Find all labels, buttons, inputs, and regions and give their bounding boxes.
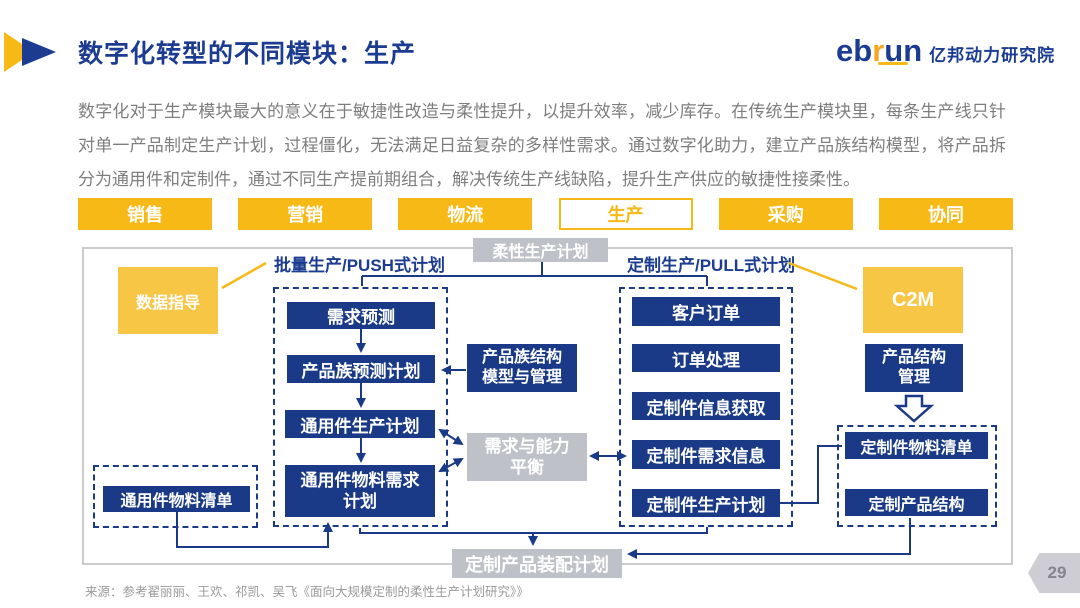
node-customer-orders: 客户订单 — [632, 297, 780, 326]
node-order-processing: 订单处理 — [632, 344, 780, 372]
node-data-guidance: 数据指导 — [118, 267, 218, 334]
tab-procurement[interactable]: 采购 — [718, 198, 853, 230]
node-family-structure-model: 产品族结构 模型与管理 — [467, 344, 577, 392]
node-custom-assembly-plan: 定制产品装配计划 — [452, 549, 622, 578]
push-plan-group — [273, 287, 448, 527]
common-bom-group — [93, 465, 258, 528]
page-title: 数字化转型的不同模块：生产 — [78, 40, 417, 68]
logo-text: r — [872, 33, 885, 68]
tab-collaboration[interactable]: 协同 — [878, 198, 1013, 230]
source-citation: 来源：参考翟丽丽、王欢、祁凯、吴飞《面向大规模定制的柔性生产计划研究》》 — [85, 585, 529, 599]
logo-org-name: 亿邦动力研究院 — [929, 46, 1056, 65]
page-number: 29 — [1047, 563, 1067, 582]
logo-text: eb — [836, 33, 873, 68]
node-common-mrp: 通用件物料需求 计划 — [285, 465, 435, 517]
node-family-forecast-plan: 产品族预测计划 — [287, 355, 435, 383]
node-c2m: C2M — [863, 267, 963, 333]
node-demand-forecast: 需求预测 — [287, 302, 435, 329]
node-product-structure-mgmt: 产品结构 管理 — [865, 344, 963, 392]
title-arrow-icon — [22, 38, 56, 66]
node-common-production-plan: 通用件生产计划 — [285, 410, 435, 438]
tab-production[interactable]: 生产 — [558, 198, 693, 230]
node-custom-production-plan: 定制件生产计划 — [632, 489, 780, 517]
page-number-tag: 29 — [1028, 553, 1080, 593]
node-custom-info-acquisition: 定制件信息获取 — [632, 392, 780, 420]
node-flexible-production-plan: 柔性生产计划 — [473, 238, 608, 262]
node-common-bom: 通用件物料清单 — [103, 486, 250, 512]
node-custom-product-structure: 定制产品结构 — [845, 489, 988, 516]
push-plan-label: 批量生产/PUSH式计划 — [274, 256, 445, 275]
pull-plan-label: 定制生产/PULL式计划 — [627, 256, 796, 275]
node-custom-demand-info: 定制件需求信息 — [632, 440, 780, 469]
tab-marketing[interactable]: 营销 — [238, 198, 373, 230]
logo-underline-icon — [878, 62, 908, 65]
intro-paragraph: 数字化对于生产模块最大的意义在于敏捷性改造与柔性提升，以提升效率，减少库存。在传… — [78, 102, 1006, 189]
tab-logistics[interactable]: 物流 — [398, 198, 533, 230]
node-demand-capacity-balance: 需求与能力 平衡 — [467, 433, 587, 481]
module-tabs: 销售 营销 物流 生产 采购 协同 — [78, 198, 1013, 230]
tab-sales[interactable]: 销售 — [78, 198, 212, 230]
node-custom-bom: 定制件物料清单 — [845, 432, 988, 459]
